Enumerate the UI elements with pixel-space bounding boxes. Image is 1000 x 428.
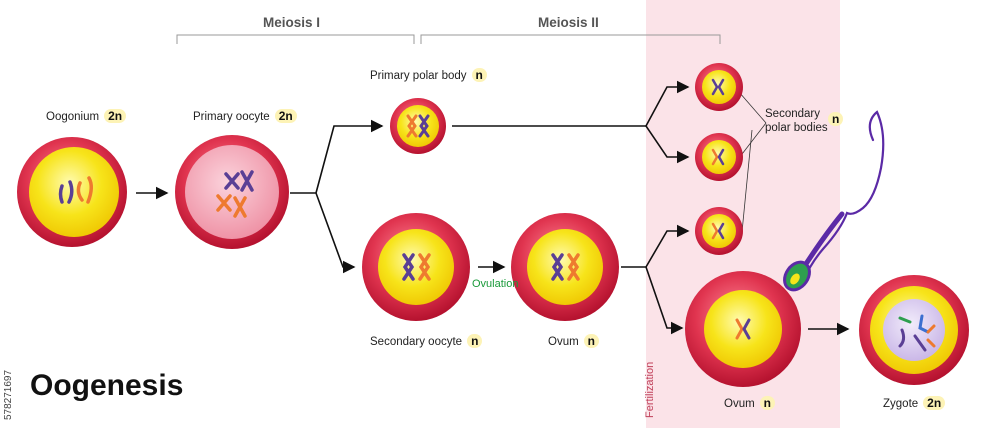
- chromosomes-icon: [711, 78, 725, 96]
- ploidy-badge: n: [467, 334, 483, 348]
- meiosis1-label: Meiosis I: [263, 15, 321, 30]
- sperm-icon: [783, 110, 885, 292]
- secondary-polar-body-1: [695, 63, 743, 111]
- chromosomes-icon: [735, 318, 744, 340]
- chromosomes-icon: [406, 114, 430, 138]
- pointer-line-2: [738, 122, 767, 159]
- page-title: Oogenesis: [30, 369, 184, 402]
- primary-polar-body-cell: [390, 98, 446, 154]
- meiosis2-bracket: [420, 34, 721, 44]
- primary-oocyte-cell: [175, 135, 289, 249]
- ovum-mid-cell: [511, 213, 619, 321]
- chromosomes-icon: [216, 170, 254, 218]
- zygote-cell: [859, 275, 969, 385]
- ploidy-badge: n: [759, 396, 776, 410]
- watermark-id: 578271697: [3, 369, 14, 420]
- fertilization-label: Fertilization: [644, 361, 656, 418]
- secondary-polar-body-3: [695, 207, 743, 255]
- chromosomes-icon: [551, 253, 580, 281]
- ploidy-badge: n: [828, 112, 844, 126]
- ovum-final-cell: [685, 271, 801, 387]
- ploidy-badge: n: [583, 334, 600, 348]
- pointer-line-3: [741, 129, 753, 233]
- oogonium-cell: [17, 137, 127, 247]
- secondary-polar-body-2: [695, 133, 743, 181]
- chromosomes-icon: [58, 176, 93, 204]
- secondary-oocyte-cell: [362, 213, 470, 321]
- pointer-line-1: [738, 91, 767, 124]
- chromosomes-icon: [711, 222, 719, 240]
- ploidy-badge: 2n: [104, 109, 127, 123]
- ploidy-badge: 2n: [923, 396, 946, 410]
- chromosomes-icon: [711, 148, 719, 166]
- ovulation-label: Ovulation: [472, 278, 519, 290]
- chromosomes-icon: [402, 253, 431, 281]
- ploidy-badge: 2n: [274, 109, 297, 123]
- meiosis2-label: Meiosis II: [538, 15, 599, 30]
- ploidy-badge: n: [471, 68, 487, 82]
- chromosomes-icon: [898, 314, 936, 352]
- meiosis1-bracket: [176, 34, 415, 44]
